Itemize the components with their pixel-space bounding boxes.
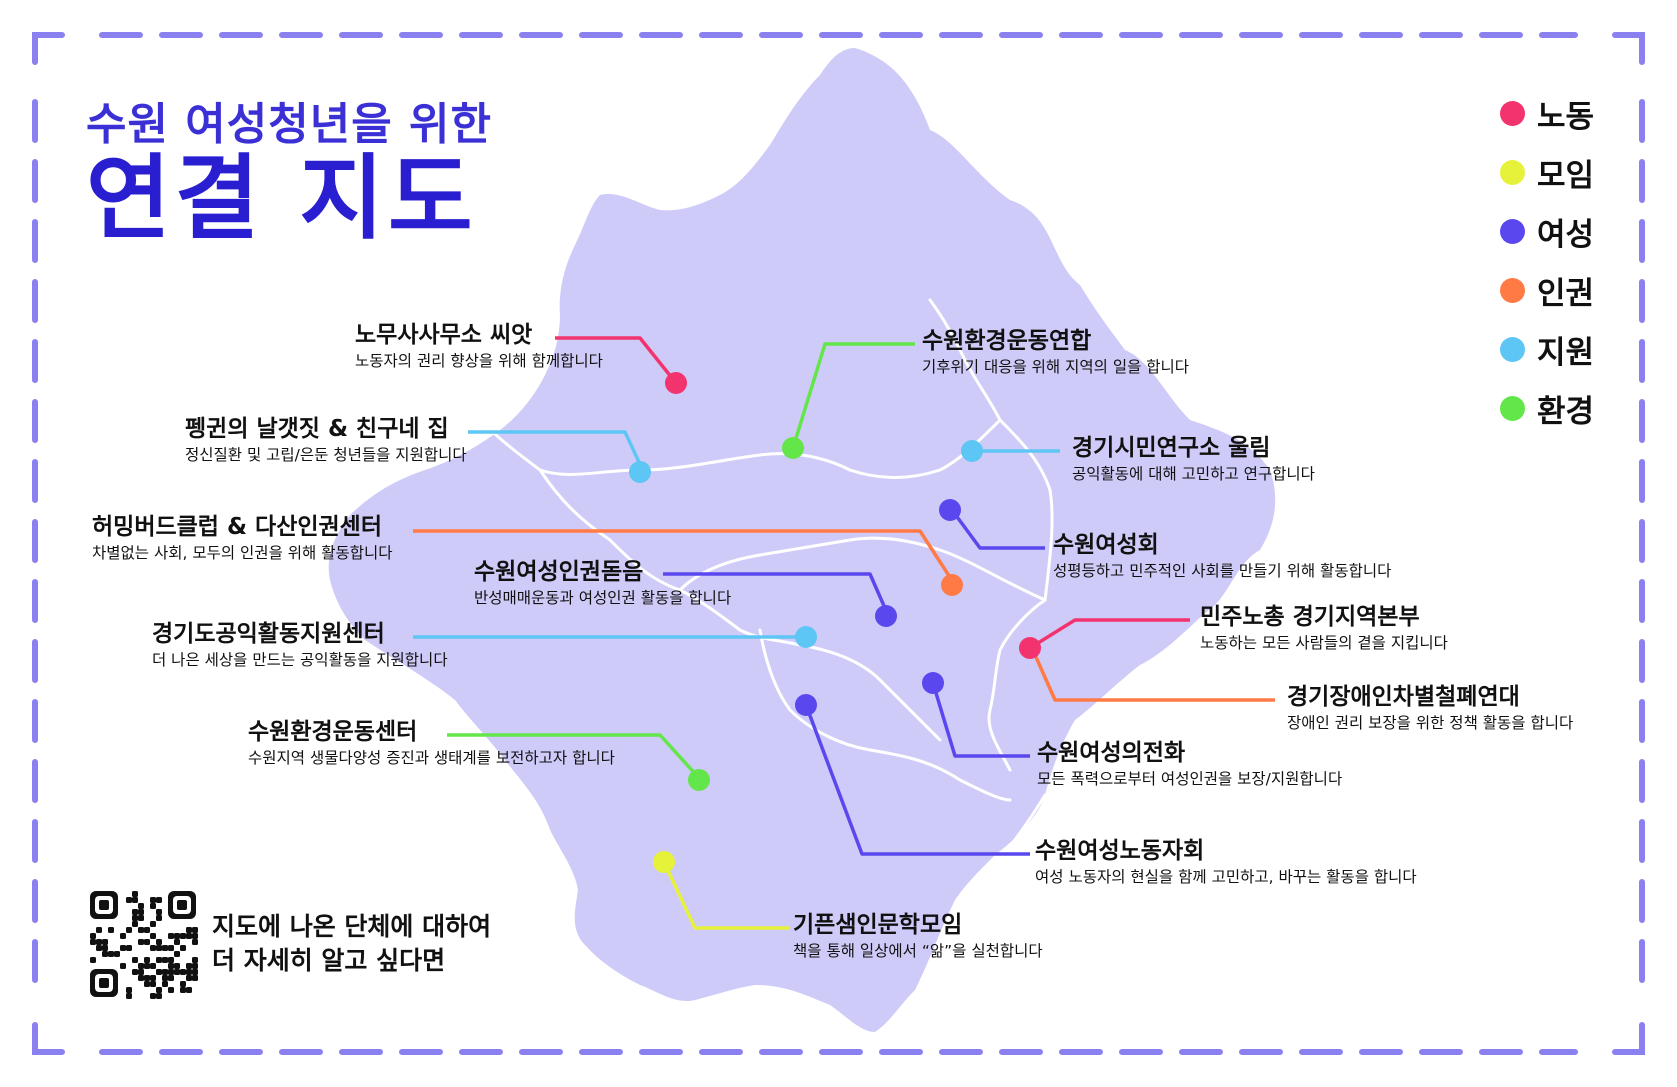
connector-line: [447, 733, 701, 780]
legend-label: 인권: [1537, 276, 1595, 312]
org-name: 수원환경운동연합: [922, 328, 1092, 354]
rights-dot-icon: [1500, 278, 1525, 303]
marker-women: [795, 694, 817, 716]
org-name: 펭귄의 날갯짓 & 친구네 집: [185, 416, 449, 442]
org-label-ullim[interactable]: 경기시민연구소 울림 공익활동에 대해 고민하고 연구합니다: [1072, 433, 1315, 485]
org-label-hummingbird[interactable]: 허밍버드클럽 & 다산인권센터 차별없는 사회, 모두의 인권을 위해 활동합니…: [92, 512, 393, 564]
org-desc: 수원지역 생물다양성 증진과 생태계를 보전하고자 합니다: [248, 749, 615, 767]
connector-line: [804, 704, 1030, 856]
connector-line: [555, 336, 678, 385]
org-name: 민주노총 경기지역본부: [1200, 604, 1420, 630]
org-label-womens-hotline[interactable]: 수원여성의전화 모든 폭력으로부터 여성인권을 보장/지원합니다: [1037, 738, 1342, 790]
org-name: 수원여성의전화: [1037, 740, 1186, 766]
legend-item-environment: 환경: [1500, 379, 1630, 438]
org-label-env-federation[interactable]: 수원환경운동연합 기후위기 대응을 위해 지역의 일을 합니다: [922, 326, 1189, 378]
org-desc: 장애인 권리 보장을 위한 정책 활동을 합니다: [1287, 714, 1574, 732]
marker-support: [795, 626, 817, 648]
legend-item-support: 지원: [1500, 320, 1630, 379]
legend-label: 환경: [1537, 394, 1595, 430]
legend-label: 여성: [1537, 217, 1595, 253]
marker-labor: [1019, 637, 1041, 659]
suwon-region-shape: [328, 48, 1276, 1032]
marker-support: [961, 440, 983, 462]
org-name: 기픈샘인문학모임: [793, 912, 963, 938]
marker-women: [922, 672, 944, 694]
footer-info: 지도에 나온 단체에 대하여 더 자세히 알고 싶다면: [88, 889, 491, 999]
footer-line: 더 자세히 알고 싶다면: [212, 946, 446, 975]
legend-item-labor: 노동: [1500, 84, 1630, 143]
connector-line: [1029, 618, 1190, 650]
page-title: 연결 지도: [86, 145, 477, 252]
connector-line: [468, 430, 647, 476]
marker-labor: [665, 372, 687, 394]
org-name: 경기장애인차별철폐연대: [1287, 684, 1520, 710]
marker-meeting: [653, 851, 675, 873]
legend-label: 노동: [1537, 99, 1595, 135]
map-markers: [629, 372, 1041, 873]
marker-rights: [941, 574, 963, 596]
org-desc: 기후위기 대응을 위해 지역의 일을 합니다: [922, 358, 1190, 376]
legend-item-women: 여성: [1500, 202, 1630, 261]
org-desc: 더 나은 세상을 만드는 공익활동을 지원합니다: [152, 651, 448, 669]
marker-women: [875, 605, 897, 627]
labor-dot-icon: [1500, 101, 1525, 126]
marker-environment: [688, 769, 710, 791]
connector-line: [413, 529, 957, 586]
legend-label: 모임: [1537, 158, 1595, 194]
org-desc: 노동자의 권리 향상을 위해 함께합니다: [355, 352, 603, 370]
org-label-env-center[interactable]: 수원환경운동센터 수원지역 생물다양성 증진과 생태계를 보전하고자 합니다: [248, 717, 615, 769]
support-dot-icon: [1500, 337, 1525, 362]
org-label-womens-association[interactable]: 수원여성회 성평등하고 민주적인 사회를 만들기 위해 활동합니다: [1053, 530, 1391, 582]
marker-environment: [782, 437, 804, 459]
legend-item-meeting: 모임: [1500, 143, 1630, 202]
org-name: 경기시민연구소 울림: [1072, 435, 1271, 461]
connector-line: [791, 342, 915, 449]
org-name: 수원환경운동센터: [248, 719, 418, 745]
org-desc: 책을 통해 일상에서 “앎”을 실천합니다: [793, 942, 1043, 960]
org-desc: 여성 노동자의 현실을 함께 고민하고, 바꾸는 활동을 합니다: [1035, 868, 1417, 886]
org-label-penguin[interactable]: 펭귄의 날갯짓 & 친구네 집 정신질환 및 고립/은둔 청년들을 지원합니다: [185, 414, 467, 466]
title-subtitle: 수원 여성청년을 위한: [86, 99, 492, 150]
org-desc: 성평등하고 민주적인 사회를 만들기 위해 활동합니다: [1053, 562, 1392, 580]
connector-line: [950, 508, 1045, 550]
org-label-gyeonggi-center[interactable]: 경기도공익활동지원센터 더 나은 세상을 만드는 공익활동을 지원합니다: [152, 619, 448, 671]
meeting-dot-icon: [1500, 160, 1525, 185]
org-desc: 모든 폭력으로부터 여성인권을 보장/지원합니다: [1037, 770, 1343, 788]
connector-line: [663, 572, 890, 616]
org-name: 수원여성인권돋음: [474, 559, 644, 585]
org-name: 노무사사무소 씨앗: [355, 322, 533, 348]
environment-dot-icon: [1500, 396, 1525, 421]
legend-label: 지원: [1537, 335, 1595, 371]
footer-line: 지도에 나온 단체에 대하여: [212, 912, 492, 941]
org-label-kctu[interactable]: 민주노총 경기지역본부 노동하는 모든 사람들의 곁을 지킵니다: [1200, 602, 1448, 654]
org-name: 수원여성노동자회: [1035, 838, 1205, 864]
connector-line: [662, 861, 790, 930]
org-label-women-workers[interactable]: 수원여성노동자회 여성 노동자의 현실을 함께 고민하고, 바꾸는 활동을 합니…: [1035, 836, 1417, 888]
marker-support: [629, 461, 651, 483]
org-desc: 공익활동에 대해 고민하고 연구합니다: [1072, 465, 1315, 483]
org-desc: 노동하는 모든 사람들의 곁을 지킵니다: [1200, 634, 1448, 652]
org-label-ssiat[interactable]: 노무사사무소 씨앗 노동자의 권리 향상을 위해 함께합니다: [355, 320, 603, 372]
org-name: 허밍버드클럽 & 다산인권센터: [92, 514, 382, 540]
connector-line: [931, 682, 1030, 758]
women-dot-icon: [1500, 219, 1525, 244]
qr-code-icon[interactable]: [88, 889, 198, 999]
connector-line: [1030, 647, 1275, 702]
footer-text: 지도에 나온 단체에 대하여 더 자세히 알고 싶다면: [212, 910, 491, 978]
legend-item-rights: 인권: [1500, 261, 1630, 320]
connector-lines: [413, 336, 1275, 930]
org-label-doeum[interactable]: 수원여성인권돋음 반성매매운동과 여성인권 활동을 합니다: [474, 557, 731, 609]
org-desc: 차별없는 사회, 모두의 인권을 위해 활동합니다: [92, 544, 393, 562]
org-name: 경기도공익활동지원센터: [152, 621, 385, 647]
org-label-disability[interactable]: 경기장애인차별철폐연대 장애인 권리 보장을 위한 정책 활동을 합니다: [1287, 682, 1573, 734]
org-name: 수원여성회: [1053, 532, 1159, 558]
marker-women: [939, 499, 961, 521]
legend: 노동 모임 여성 인권 지원 환경: [1500, 84, 1630, 438]
org-desc: 정신질환 및 고립/은둔 청년들을 지원합니다: [185, 446, 467, 464]
org-label-gipeunsaem[interactable]: 기픈샘인문학모임 책을 통해 일상에서 “앎”을 실천합니다: [793, 910, 1043, 962]
org-desc: 반성매매운동과 여성인권 활동을 합니다: [474, 589, 732, 607]
